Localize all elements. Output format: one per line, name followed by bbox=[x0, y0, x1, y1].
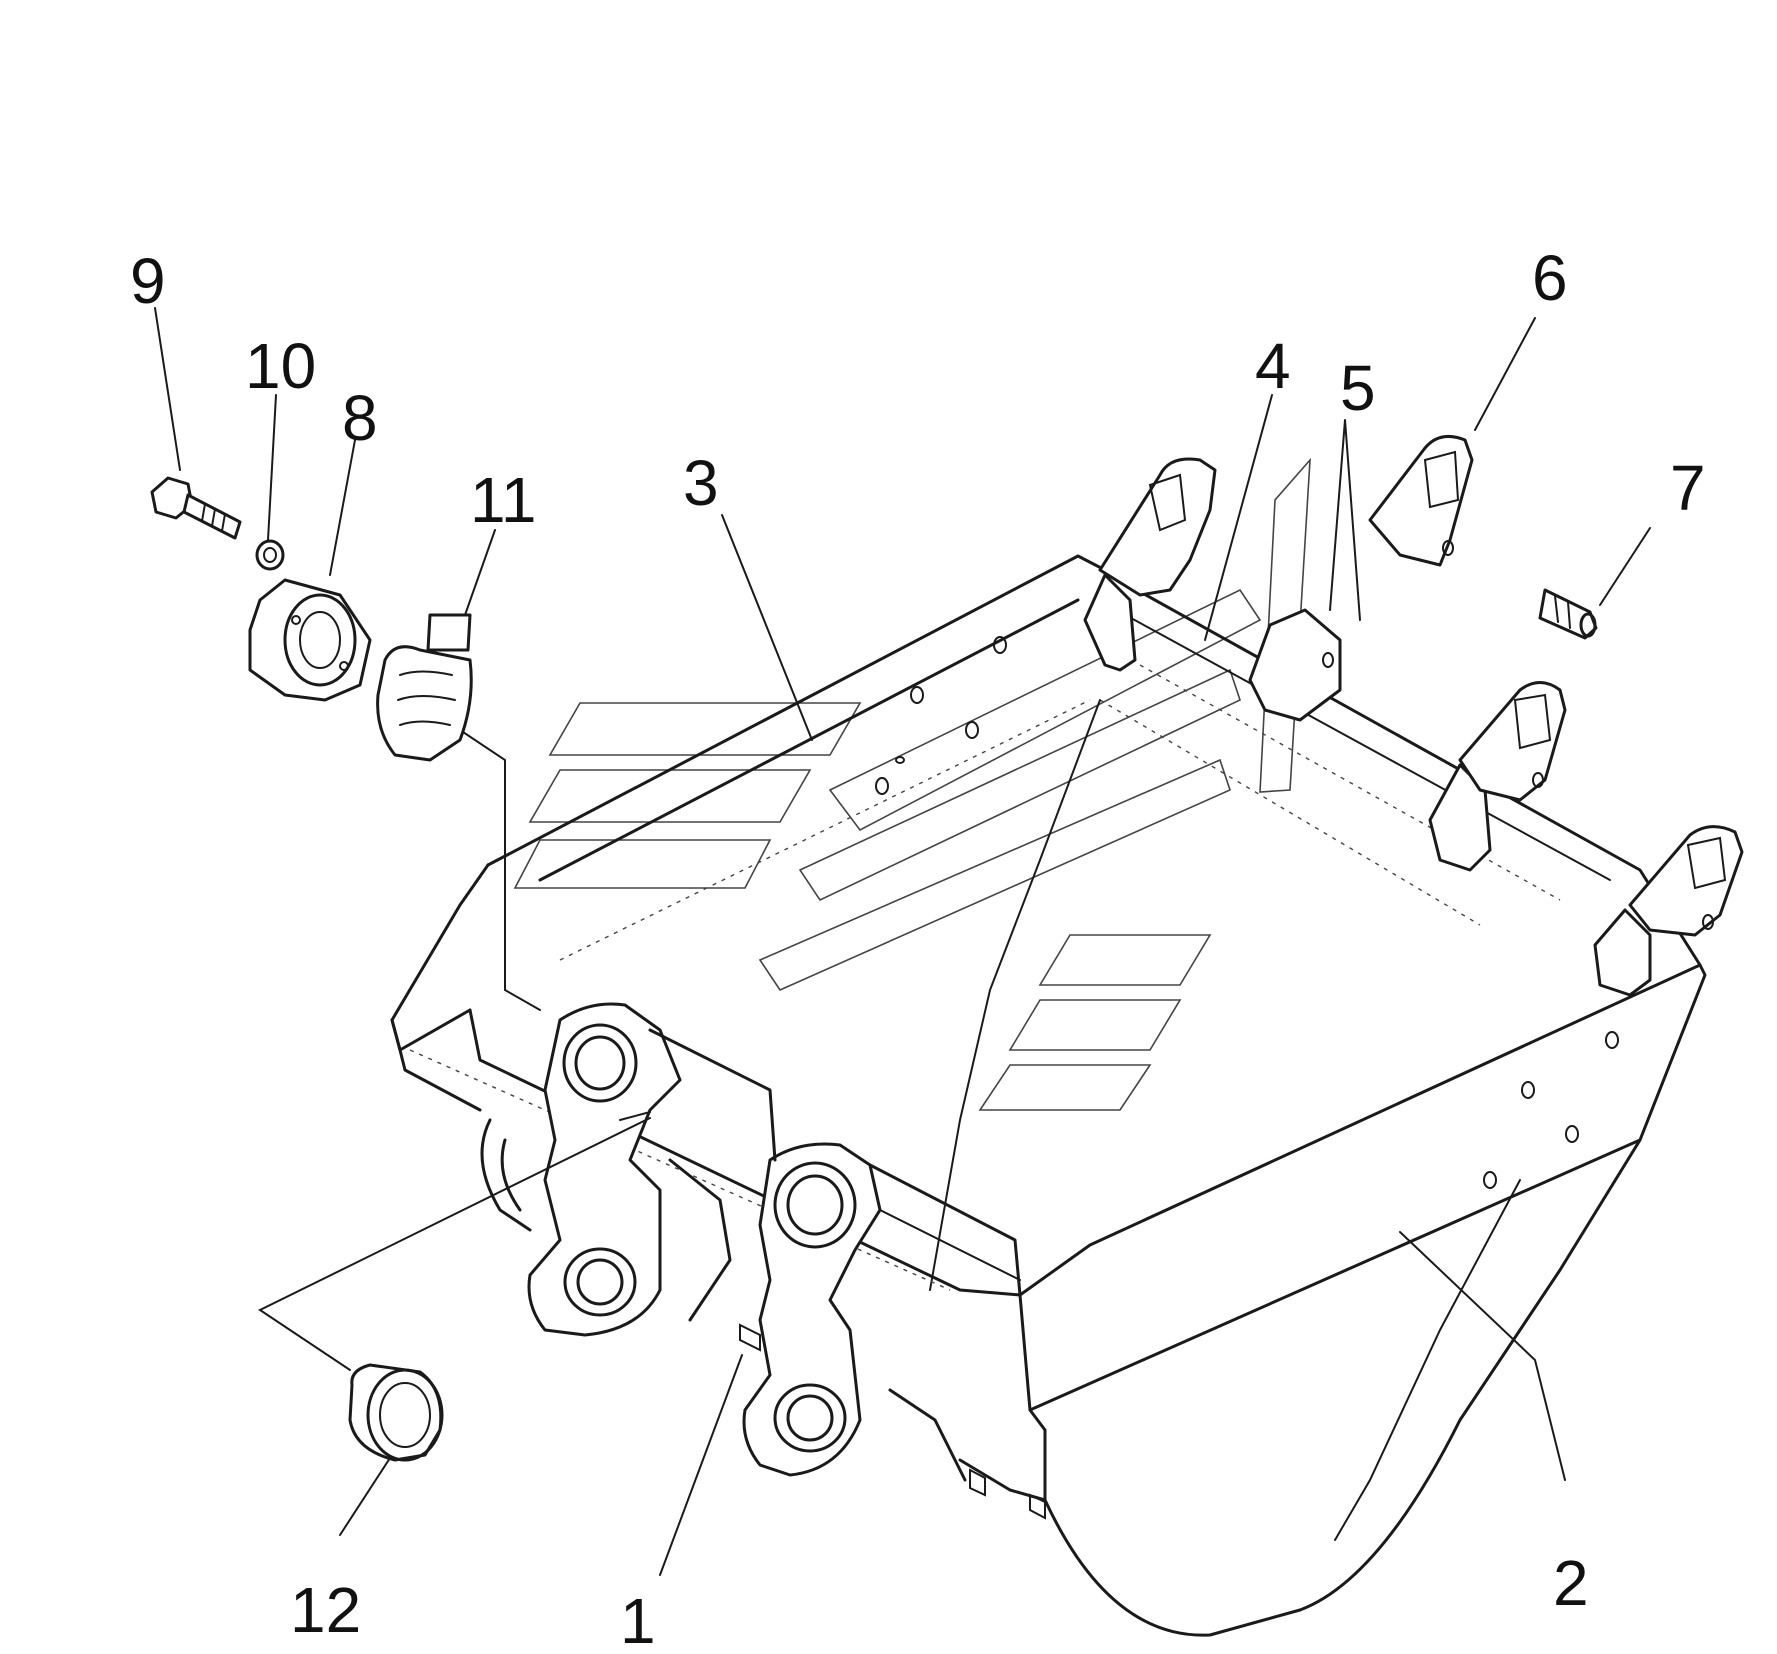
tooth-adapter-4 bbox=[1593, 825, 1744, 997]
callout-3: 3 bbox=[683, 447, 719, 519]
tooth-adapter-3 bbox=[1428, 681, 1567, 872]
callout-1: 1 bbox=[620, 1585, 656, 1649]
pin-exploded bbox=[1538, 588, 1598, 640]
callout-8: 8 bbox=[342, 382, 378, 454]
shim-plate bbox=[376, 613, 473, 762]
leader-lines bbox=[154, 307, 1651, 1576]
bucket-body bbox=[390, 554, 1707, 1637]
callouts: 9 10 8 11 3 4 5 6 7 2 12 1 bbox=[130, 242, 1706, 1654]
callout-11: 11 bbox=[470, 464, 536, 536]
bushing bbox=[348, 1363, 444, 1462]
hinge-bracket-left bbox=[527, 1002, 682, 1337]
callout-2: 2 bbox=[1553, 1547, 1589, 1619]
callout-10: 10 bbox=[245, 330, 316, 402]
bolt bbox=[150, 476, 242, 540]
tooth-tip-exploded bbox=[1368, 434, 1474, 567]
callout-7: 7 bbox=[1670, 452, 1706, 524]
callout-5: 5 bbox=[1340, 352, 1376, 424]
tooth-adapter-2 bbox=[1248, 608, 1342, 722]
tooth-adapter-1 bbox=[1083, 457, 1217, 672]
callout-12: 12 bbox=[290, 1574, 361, 1646]
washer bbox=[255, 539, 285, 571]
side-cutter-cap bbox=[248, 578, 372, 702]
callout-4: 4 bbox=[1255, 330, 1291, 402]
hinge-bracket-right bbox=[648, 1028, 1022, 1477]
callout-6: 6 bbox=[1532, 242, 1568, 314]
callout-9: 9 bbox=[130, 245, 166, 317]
